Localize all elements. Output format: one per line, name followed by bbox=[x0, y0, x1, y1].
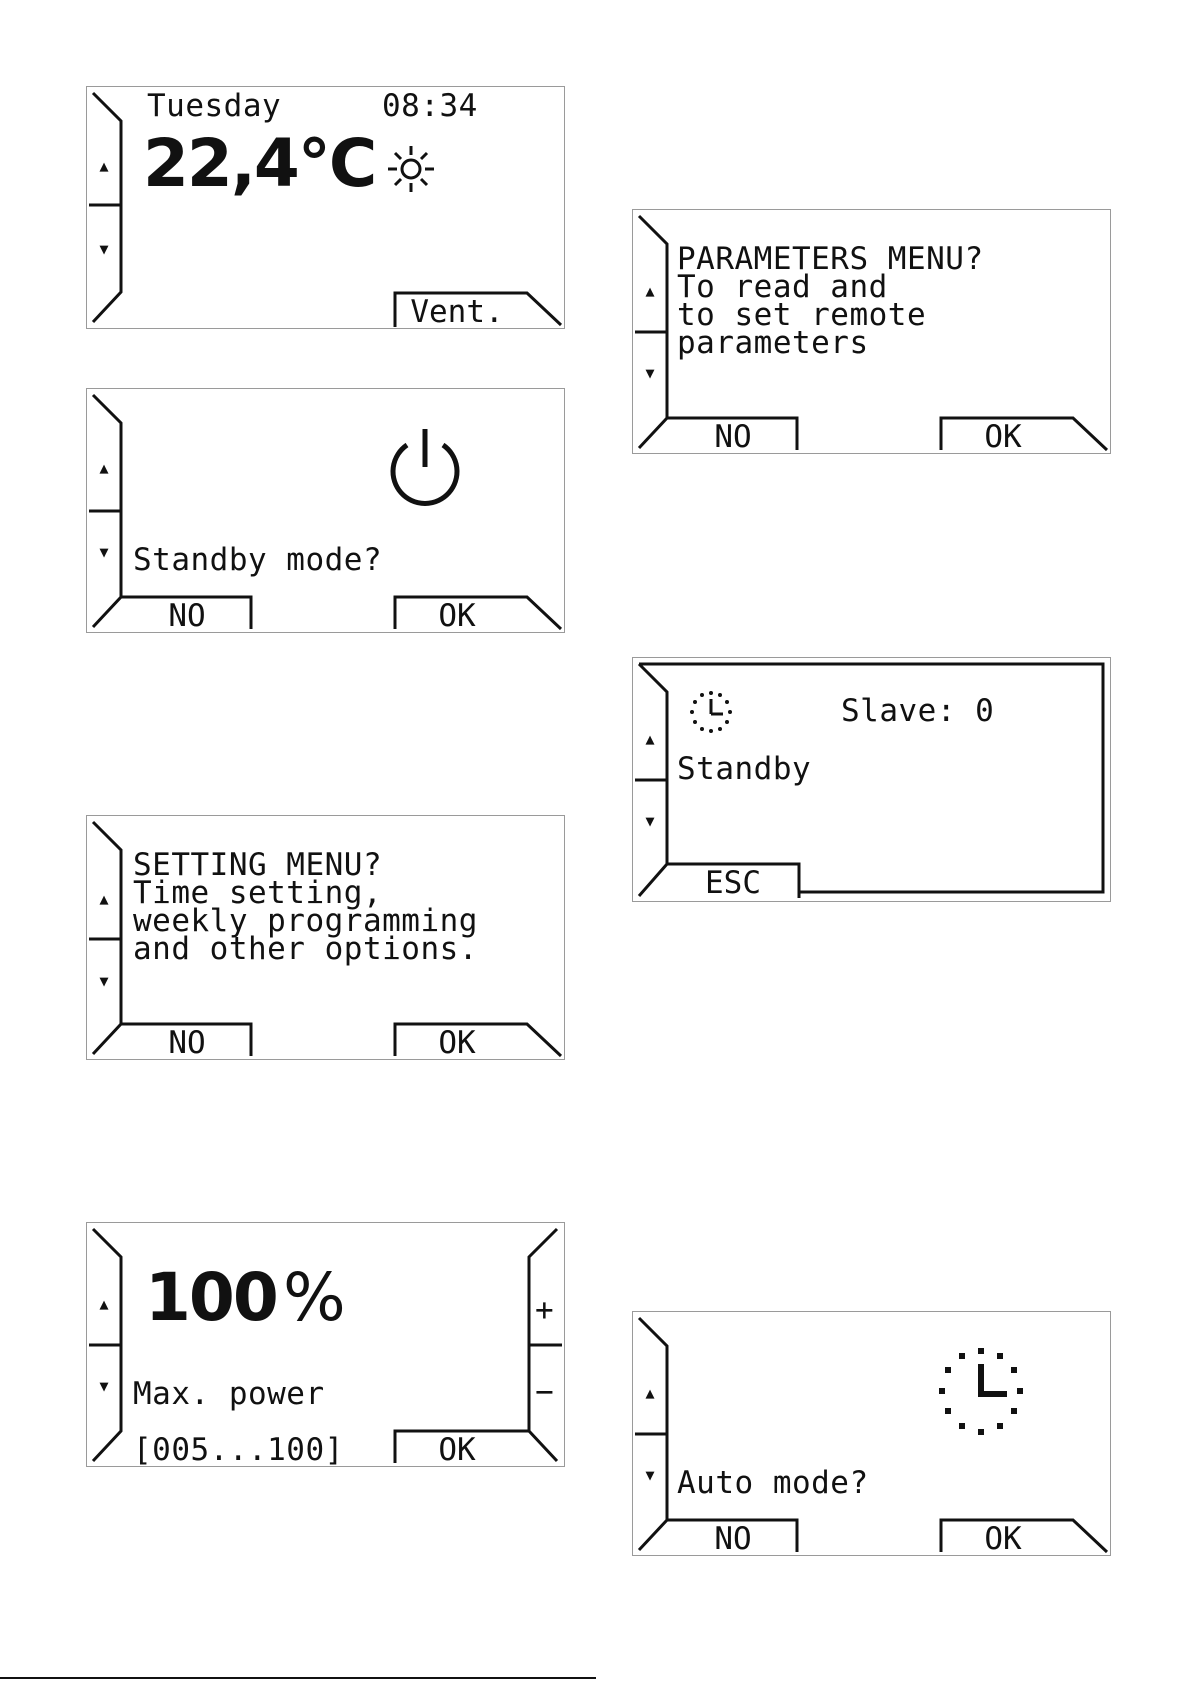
clock-icon bbox=[933, 1346, 1029, 1442]
no-soft-key[interactable]: NO bbox=[127, 601, 247, 632]
up-arrow-key[interactable]: ▲ bbox=[643, 732, 657, 747]
lcd-frame bbox=[87, 389, 564, 632]
down-arrow-key[interactable]: ▼ bbox=[97, 1379, 111, 1394]
lcd-screen-standby: ▲ ▼ Standby mode? NO OK bbox=[86, 388, 565, 633]
no-soft-key[interactable]: NO bbox=[673, 422, 793, 453]
lcd-screen-slave-status: ▲ ▼ Slave: 0 Standby ESC bbox=[632, 657, 1111, 902]
down-arrow-key[interactable]: ▼ bbox=[643, 814, 657, 829]
up-arrow-key[interactable]: ▲ bbox=[97, 461, 111, 476]
parameter-range: [005...100] bbox=[133, 1435, 344, 1466]
lcd-frame bbox=[633, 1312, 1110, 1555]
operating-status: Standby bbox=[677, 754, 811, 785]
down-arrow-key[interactable]: ▼ bbox=[97, 545, 111, 560]
up-arrow-key[interactable]: ▲ bbox=[97, 159, 111, 174]
down-arrow-key[interactable]: ▼ bbox=[643, 366, 657, 381]
power-value: 100 bbox=[145, 1265, 277, 1331]
page-footer-rule bbox=[0, 1677, 596, 1679]
sun-icon bbox=[385, 143, 437, 195]
menu-description-line: parameters bbox=[677, 328, 869, 359]
menu-description-line: and other options. bbox=[133, 934, 478, 965]
up-arrow-key[interactable]: ▲ bbox=[643, 284, 657, 299]
slave-address: Slave: 0 bbox=[841, 696, 994, 727]
weekday-label: Tuesday bbox=[147, 91, 281, 122]
lcd-screen-parameters-menu: ▲ ▼ PARAMETERS MENU? To read and to set … bbox=[632, 209, 1111, 454]
no-soft-key[interactable]: NO bbox=[127, 1028, 247, 1059]
ok-soft-key[interactable]: OK bbox=[399, 601, 515, 632]
lcd-screen-max-power: ▲ ▼ 100 % Max. power [005...100] + − OK bbox=[86, 1222, 565, 1467]
ok-soft-key[interactable]: OK bbox=[399, 1028, 515, 1059]
power-icon bbox=[383, 423, 467, 515]
clock-time: 08:34 bbox=[382, 91, 478, 122]
lcd-screen-auto-mode: ▲ ▼ Auto mode? NO OK bbox=[632, 1311, 1111, 1556]
clock-icon bbox=[689, 690, 733, 734]
decrease-key[interactable]: − bbox=[535, 1377, 554, 1408]
lcd-screen-home: ▲ ▼ Tuesday 08:34 22,4°C Vent. bbox=[86, 86, 565, 329]
temperature-readout: 22,4°C bbox=[143, 131, 375, 197]
down-arrow-key[interactable]: ▼ bbox=[97, 242, 111, 257]
standby-prompt: Standby mode? bbox=[133, 545, 382, 576]
power-unit: % bbox=[283, 1265, 344, 1331]
no-soft-key[interactable]: NO bbox=[673, 1524, 793, 1555]
ok-soft-key[interactable]: OK bbox=[399, 1435, 515, 1466]
down-arrow-key[interactable]: ▼ bbox=[97, 974, 111, 989]
auto-mode-prompt: Auto mode? bbox=[677, 1468, 869, 1499]
ok-soft-key[interactable]: OK bbox=[945, 422, 1061, 453]
vent-soft-key[interactable]: Vent. bbox=[399, 297, 515, 328]
esc-soft-key[interactable]: ESC bbox=[673, 868, 793, 899]
up-arrow-key[interactable]: ▲ bbox=[643, 1386, 657, 1401]
up-arrow-key[interactable]: ▲ bbox=[97, 892, 111, 907]
ok-soft-key[interactable]: OK bbox=[945, 1524, 1061, 1555]
increase-key[interactable]: + bbox=[535, 1295, 554, 1326]
parameter-label: Max. power bbox=[133, 1379, 325, 1410]
lcd-screen-setting-menu: ▲ ▼ SETTING MENU? Time setting, weekly p… bbox=[86, 815, 565, 1060]
down-arrow-key[interactable]: ▼ bbox=[643, 1468, 657, 1483]
up-arrow-key[interactable]: ▲ bbox=[97, 1297, 111, 1312]
